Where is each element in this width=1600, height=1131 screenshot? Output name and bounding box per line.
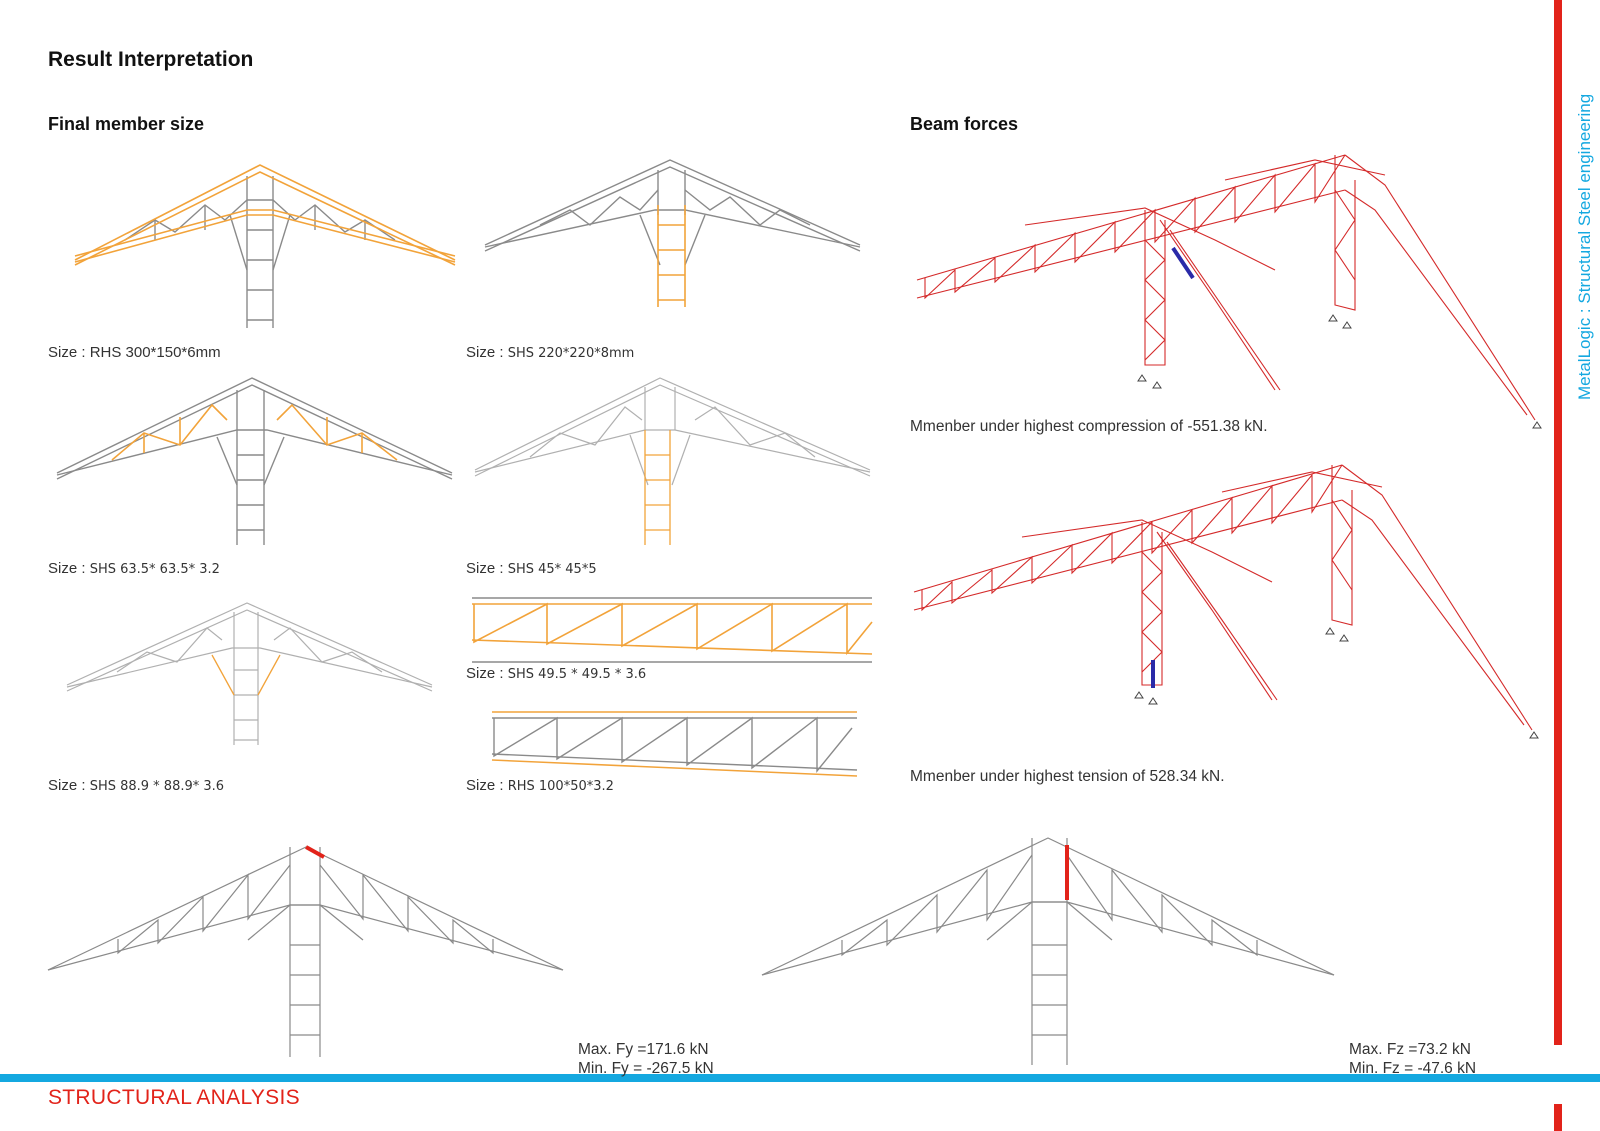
truss-diagram-3 [56,377,453,545]
right-accent-bar [1554,0,1562,1045]
truss-diagram-1 [74,164,456,328]
size-caption-7: Size : RHS 100*50*3.2 [466,777,614,794]
truss-segment-orange [471,597,873,663]
truss-segment-grey [491,711,858,777]
shear-fz-diagram [761,837,1335,1065]
page-title: Result Interpretation [48,48,254,71]
fz-values: Max. Fz =73.2 kN Min. Fz = -47.6 kN [1349,1040,1476,1078]
fz-min: Min. Fz = -47.6 kN [1349,1060,1477,1077]
size-caption-6: Size : SHS 88.9 * 88.9* 3.6 [48,777,225,794]
truss-diagram-4 [474,377,871,545]
side-brand-label: MetalLogic : Structural Steel engineerin… [1575,93,1594,400]
size-caption-3: Size : SHS 63.5* 63.5* 3.2 [48,560,220,577]
compression-note: Mmenber under highest compression of -55… [910,418,1268,435]
size-caption-5: Size : SHS 49.5 * 49.5 * 3.6 [466,665,647,682]
truss-diagram-5 [66,602,433,745]
frame-tension-diagram [913,464,1539,739]
fy-values: Max. Fy =171.6 kN Min. Fy = -267.5 kN [578,1040,714,1078]
size-caption-4: Size : SHS 45* 45*5 [466,560,597,577]
section-title-beam-forces: Beam forces [910,114,1019,134]
fz-max: Max. Fz =73.2 kN [1349,1041,1471,1058]
section-title-member-size: Final member size [48,114,205,134]
shear-fy-diagram [47,845,564,1057]
size-caption-1: Size : RHS 300*150*6mm [48,344,221,361]
tension-note: Mmenber under highest tension of 528.34 … [910,768,1225,785]
frame-compression-diagram [916,154,1542,429]
truss-diagram-2 [484,159,861,307]
right-accent-bar-lower [1554,1104,1562,1131]
fy-min: Min. Fy = -267.5 kN [578,1060,714,1077]
size-caption-2: Size : SHS 220*220*8mm [466,344,635,361]
footer-title: STRUCTURAL ANALYSIS [48,1086,300,1109]
bottom-accent-bar [0,1074,1600,1082]
fy-max: Max. Fy =171.6 kN [578,1041,709,1058]
